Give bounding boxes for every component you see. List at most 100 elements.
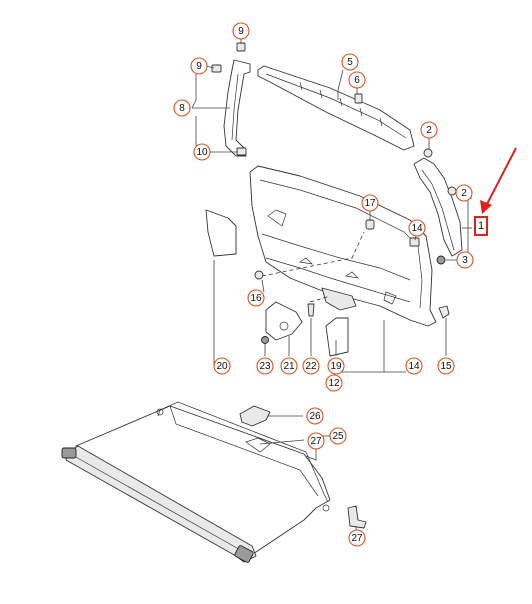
callout-label: 27 [310,436,322,447]
callout-25: 25 [329,427,347,445]
callout-circle [213,357,231,375]
callout-20: 20 [213,357,231,375]
callout-circle [361,194,379,212]
bracket-27 [347,505,367,529]
callout-circle [327,357,345,375]
callout-label: 3 [462,255,468,266]
callout-17: 17 [361,194,379,212]
callout-26: 26 [306,407,324,425]
callout-circle [455,184,473,202]
callout-9: 9 [232,22,250,40]
screw-22 [307,303,315,317]
callout-circle [306,407,324,425]
callout-16: 16 [247,289,265,307]
callout-label: 14 [411,223,423,234]
panel-20 [205,209,237,257]
callout-circle [405,357,423,375]
callout-circle [329,427,347,445]
callout-circle [256,357,274,375]
callout-19: 19 [327,357,345,375]
callout-circle [348,529,366,547]
callout-label: 6 [354,75,360,86]
callout-label: 8 [179,103,185,114]
callout-label: 9 [238,26,244,37]
liftgate-lower-panel [249,165,437,327]
callout-circle [408,219,426,237]
callout-circle [232,22,250,40]
callout-label: 14 [408,361,420,372]
callout-27: 27 [348,529,366,547]
callout-label: 19 [330,361,342,372]
rivet-17 [365,219,375,230]
clip-2b [447,186,457,196]
callout-label: 2 [426,125,432,136]
clip-10 [236,147,247,156]
callout-8: 8 [173,99,191,117]
callout-label: 10 [196,147,208,158]
callout-6: 6 [348,71,366,89]
callout-circle [437,357,455,375]
highlight-label: 1 [478,220,484,232]
callout-2: 2 [420,121,438,139]
clip-6 [354,93,363,104]
callout-2: 2 [455,184,473,202]
callout-9: 9 [190,57,208,75]
callout-circle [302,357,320,375]
callout-23: 23 [256,357,274,375]
screw-23 [261,336,269,344]
clip-14-upper [409,237,420,247]
callout-label: 5 [347,57,353,68]
callout-3: 3 [456,251,474,269]
clip-9-top [236,42,246,52]
clip-15 [438,305,450,319]
rail-end-left [61,447,77,459]
right-pillar-trim [413,157,463,257]
callout-label: 23 [259,361,271,372]
callout-22: 22 [302,357,320,375]
clip-3 [436,255,446,265]
callout-circle [348,71,366,89]
callout-label: 21 [283,361,295,372]
callout-label: 17 [364,198,376,209]
callout-label: 25 [332,431,344,442]
callout-label: 22 [305,361,317,372]
callout-21: 21 [280,357,298,375]
cover-19 [325,317,349,357]
callout-label: 2 [461,188,467,199]
callout-label: 16 [250,293,262,304]
callout-label: 27 [351,533,363,544]
callout-circle [307,432,325,450]
callout-14: 14 [408,219,426,237]
clip-2a [423,148,433,158]
callout-10: 10 [193,143,211,161]
callout-circle [280,357,298,375]
callout-label: 15 [440,361,452,372]
callout-5: 5 [341,53,359,71]
callout-circle [190,57,208,75]
callout-label: 12 [328,378,340,389]
callout-circle [247,289,265,307]
rail-end-right [234,545,254,563]
red-arrow-icon [480,147,517,214]
callout-27: 27 [307,432,325,450]
callout-12: 12 [325,374,343,392]
callout-circle [193,143,211,161]
callout-14: 14 [405,357,423,375]
callout-circle [325,374,343,392]
handle-26 [239,405,271,427]
callout-circle [456,251,474,269]
callout-circle [173,99,191,117]
callout-circle [341,53,359,71]
upper-header-trim [257,65,415,151]
screw-16 [254,270,264,280]
cover-21 [265,301,303,341]
highlight-part-1: 1 [474,216,488,236]
clip-9-left [211,64,222,73]
callout-label: 20 [216,361,228,372]
callout-label: 26 [309,411,321,422]
callout-label: 9 [196,61,202,72]
callout-circle [420,121,438,139]
callout-15: 15 [437,357,455,375]
